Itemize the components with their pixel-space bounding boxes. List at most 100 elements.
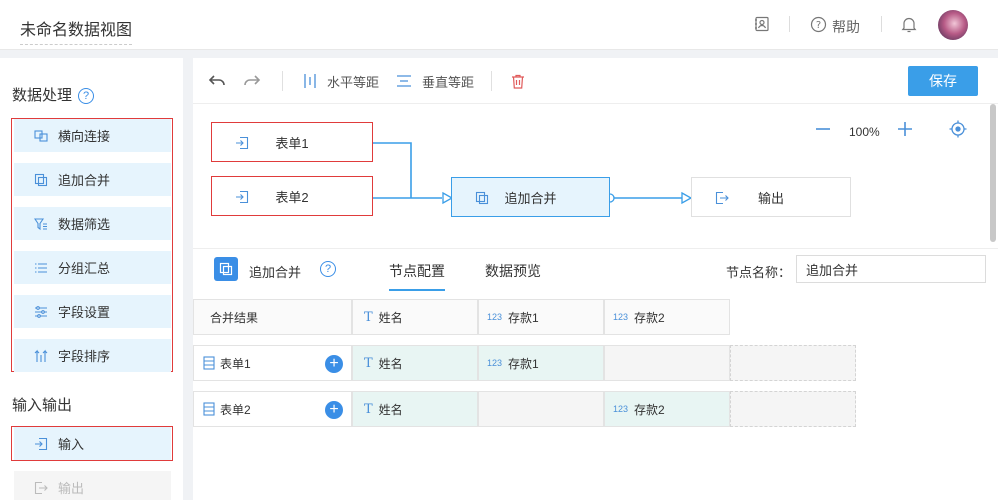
help-icon[interactable]: ?: [320, 261, 336, 277]
field-name: 姓名: [378, 402, 403, 417]
field-cell[interactable]: T 姓名: [352, 345, 478, 381]
tab-data-preview[interactable]: 数据预览: [485, 263, 541, 279]
add-field-button[interactable]: +: [325, 355, 343, 373]
undo-icon: [208, 75, 225, 86]
tab-node-config[interactable]: 节点配置: [389, 261, 445, 291]
sidebar-item-label: 字段设置: [58, 305, 111, 320]
sidebar-item-group[interactable]: 分组汇总: [14, 251, 171, 284]
node-name-input[interactable]: [796, 255, 986, 283]
flow-node-append[interactable]: 追加合并: [451, 177, 610, 217]
node-config-panel: 追加合并 ? 节点配置 数据预览 节点名称： 合并结果 T 姓名 123 存款1…: [193, 248, 998, 500]
sidebar-item-input[interactable]: 输入: [14, 427, 171, 460]
field-cell[interactable]: T 姓名: [352, 391, 478, 427]
zoom-out-button[interactable]: [815, 118, 831, 140]
redo-button[interactable]: [243, 70, 261, 92]
output-icon: [34, 481, 48, 495]
flow-canvas[interactable]: 表单1 表单2 追加合并 输出 100%: [193, 104, 998, 249]
main-panel: 水平等距 垂直等距 保存 表单1 表单2: [193, 58, 998, 500]
contact-card-icon[interactable]: [752, 14, 772, 34]
empty-field-slot[interactable]: [478, 391, 604, 427]
flow-node-label: 表单2: [275, 189, 309, 205]
field-name: 存款2: [634, 310, 665, 325]
help-link[interactable]: 帮助: [832, 19, 860, 35]
horizontal-distribute-button[interactable]: 水平等距: [303, 70, 379, 92]
sidebar-item-output[interactable]: 输出: [14, 471, 171, 500]
sidebar-item-join[interactable]: 横向连接: [14, 119, 171, 152]
number-type-icon: 123: [613, 404, 629, 414]
svg-text:?: ?: [815, 20, 820, 31]
canvas-scrollbar[interactable]: [990, 104, 996, 242]
number-type-icon: 123: [487, 312, 503, 322]
merge-field-cell[interactable]: 123 存款2: [604, 299, 730, 335]
sidebar-item-field-settings[interactable]: 字段设置: [14, 295, 171, 328]
empty-field-slot[interactable]: [730, 345, 856, 381]
sidebar-item-label: 数据筛选: [58, 217, 111, 232]
sidebar-item-label: 字段排序: [58, 349, 111, 364]
section-heading-processing: 数据处理?: [12, 84, 95, 105]
append-icon: [474, 190, 490, 206]
field-cell[interactable]: 123 存款1: [478, 345, 604, 381]
table-icon: [202, 402, 216, 416]
input-icon: [234, 189, 250, 205]
text-type-icon: T: [364, 355, 373, 371]
merge-result-label: 合并结果: [210, 310, 259, 325]
field-name: 姓名: [378, 310, 403, 325]
output-icon: [714, 190, 730, 206]
empty-field-slot[interactable]: [604, 345, 730, 381]
undo-button[interactable]: [208, 70, 226, 92]
merge-field-cell[interactable]: 123 存款1: [478, 299, 604, 335]
add-field-button[interactable]: +: [325, 401, 343, 419]
delete-button[interactable]: [511, 70, 525, 92]
source-table-label: 表单2: [220, 402, 251, 417]
merge-field-cell[interactable]: T 姓名: [352, 299, 478, 335]
input-icon: [34, 437, 48, 451]
header-divider: [789, 16, 790, 32]
processing-group-outline: [11, 118, 173, 372]
number-type-icon: 123: [613, 312, 629, 322]
sidebar-item-append[interactable]: 追加合并: [14, 163, 171, 196]
sidebar-item-label: 输出: [58, 481, 85, 496]
flow-node-form1[interactable]: 表单1: [211, 122, 373, 162]
sidebar-item-field-sort[interactable]: 字段排序: [14, 339, 171, 372]
flow-node-label: 输出: [757, 190, 784, 206]
zoom-in-button[interactable]: [897, 118, 913, 140]
toolbar: 水平等距 垂直等距 保存: [193, 58, 998, 104]
plus-icon: [898, 122, 912, 136]
flow-node-form2[interactable]: 表单2: [211, 176, 373, 216]
merge-result-header: 合并结果: [193, 299, 352, 335]
locate-icon: [949, 120, 967, 138]
bell-icon[interactable]: [899, 14, 919, 34]
field-name: 存款1: [508, 310, 539, 325]
section-heading-io: 输入输出: [12, 397, 73, 414]
section-heading-label: 数据处理: [12, 87, 73, 104]
flow-node-label: 追加合并: [504, 190, 557, 206]
help-icon[interactable]: ?: [78, 88, 95, 104]
sidebar-item-filter[interactable]: 数据筛选: [14, 207, 171, 240]
append-icon: [34, 173, 48, 187]
vertical-distribute-button[interactable]: 垂直等距: [396, 70, 474, 92]
io-group-outline: [11, 426, 173, 461]
table-icon: [202, 356, 216, 370]
field-name: 存款2: [634, 402, 665, 417]
config-node-title: 追加合并: [249, 265, 302, 280]
sidebar-item-label: 分组汇总: [58, 261, 111, 276]
empty-field-slot[interactable]: [730, 391, 856, 427]
vertical-distribute-label: 垂直等距: [422, 74, 475, 90]
help-icon[interactable]: ?: [808, 14, 828, 34]
field-name: 存款1: [508, 356, 539, 371]
save-button[interactable]: 保存: [908, 66, 978, 96]
header-divider: [881, 16, 882, 32]
sort-icon: [34, 349, 48, 363]
field-cell[interactable]: 123 存款2: [604, 391, 730, 427]
redo-icon: [244, 75, 261, 86]
view-title[interactable]: 未命名数据视图: [20, 16, 133, 45]
sidebar-item-label: 追加合并: [58, 173, 111, 188]
horizontal-distribute-icon: [304, 74, 316, 88]
avatar[interactable]: [938, 10, 968, 40]
toolbar-divider: [282, 71, 283, 91]
number-type-icon: 123: [487, 358, 503, 368]
trash-icon: [512, 74, 524, 89]
source-table-cell: 表单1 +: [193, 345, 352, 381]
center-view-button[interactable]: [949, 118, 967, 140]
flow-node-output[interactable]: 输出: [691, 177, 851, 217]
